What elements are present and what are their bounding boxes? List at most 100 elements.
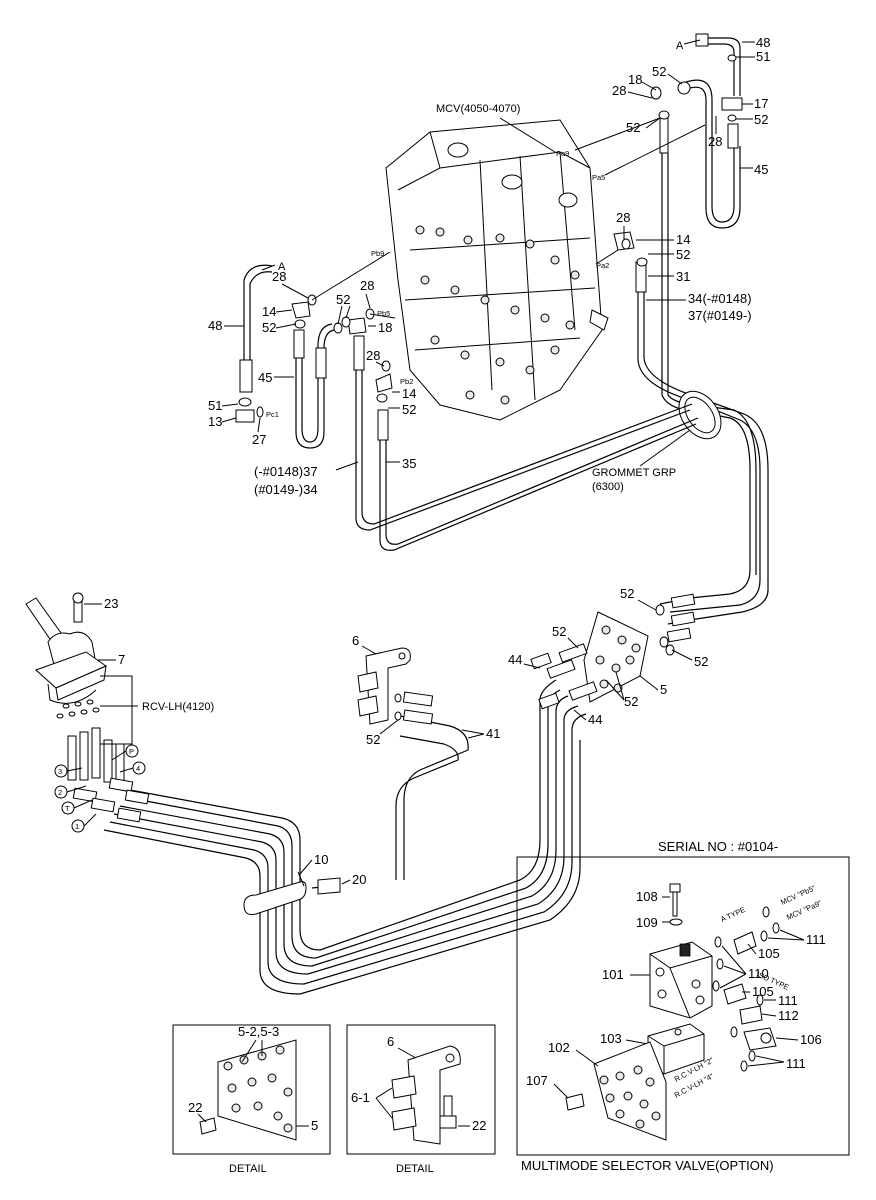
svg-text:17: 17: [754, 96, 768, 111]
port-pa5-label: Pa5: [592, 173, 605, 182]
svg-text:14: 14: [262, 304, 276, 319]
top-right-hose-loop: [650, 33, 743, 395]
port-pa2-label: Pa2: [596, 261, 609, 270]
serial-label: SERIAL NO : #0104-: [658, 839, 778, 854]
svg-text:44: 44: [588, 712, 602, 727]
port-pa9-label: Pa9: [556, 149, 569, 158]
rcv-port-3: 3: [58, 767, 62, 776]
svg-text:48: 48: [756, 35, 770, 50]
svg-text:51: 51: [756, 49, 770, 64]
svg-text:28: 28: [366, 348, 380, 363]
svg-text:52: 52: [624, 694, 638, 709]
main-control-valve: [385, 119, 609, 421]
manifold-block-5: [530, 611, 649, 710]
svg-text:108: 108: [636, 889, 658, 904]
callouts-middle: 23 7 6 52 41 44 52 52 52 5 52 44 10 20: [84, 586, 708, 887]
svg-text:52: 52: [694, 654, 708, 669]
svg-text:111: 111: [806, 932, 826, 947]
rcv-port-1: 1: [75, 822, 79, 831]
svg-text:22: 22: [472, 1118, 486, 1133]
svg-text:22: 22: [188, 1100, 202, 1115]
rcv-joystick: [25, 592, 150, 823]
svg-text:111: 111: [778, 993, 798, 1008]
svg-text:52: 52: [676, 247, 690, 262]
svg-text:6: 6: [387, 1034, 394, 1049]
svg-text:28: 28: [612, 83, 626, 98]
svg-text:52: 52: [754, 112, 768, 127]
svg-text:27: 27: [252, 432, 266, 447]
svg-text:103: 103: [600, 1031, 622, 1046]
svg-text:48: 48: [208, 318, 222, 333]
svg-text:102: 102: [548, 1040, 570, 1055]
svg-text:52: 52: [402, 402, 416, 417]
svg-text:6-1: 6-1: [351, 1090, 370, 1105]
svg-text:14: 14: [676, 232, 690, 247]
label-34b: (#0149-)34: [254, 482, 318, 497]
svg-text:52: 52: [262, 320, 276, 335]
svg-text:10: 10: [314, 852, 328, 867]
arrow-a-top: A: [676, 40, 684, 52]
svg-text:51: 51: [208, 398, 222, 413]
label-37a: 37(#0149-): [688, 308, 752, 323]
label-37b: (-#0148)37: [254, 464, 318, 479]
svg-text:45: 45: [754, 162, 768, 177]
svg-text:20: 20: [352, 872, 366, 887]
multimode-selector-box: SERIAL NO : #0104- MULTIMODE SELECTOR VA…: [516, 839, 850, 1173]
rcv-port-p: P: [129, 747, 134, 756]
rcv-port-t: T: [65, 804, 70, 813]
detail-left-label: DETAIL: [229, 1163, 267, 1175]
label-34a: 34(-#0148): [688, 291, 752, 306]
svg-text:109: 109: [636, 915, 658, 930]
svg-text:52: 52: [620, 586, 634, 601]
port-pb5-label: Pb5: [377, 309, 390, 318]
a-type-label: A TYPE: [719, 905, 747, 924]
svg-text:41: 41: [486, 726, 500, 741]
svg-text:18: 18: [378, 320, 392, 335]
svg-text:5: 5: [311, 1118, 318, 1133]
svg-text:106: 106: [800, 1032, 822, 1047]
svg-text:5-2,5-3: 5-2,5-3: [238, 1024, 279, 1039]
detail-right-label: DETAIL: [396, 1163, 434, 1175]
multimode-label: MULTIMODE SELECTOR VALVE(OPTION): [521, 1158, 774, 1173]
svg-text:35: 35: [402, 456, 416, 471]
svg-text:23: 23: [104, 596, 118, 611]
detail-box-right: 6 6-1 22 DETAIL: [346, 1024, 496, 1175]
mcv-label: MCV(4050-4070): [436, 103, 520, 115]
svg-text:110: 110: [748, 966, 769, 981]
port-pb2-label: Pb2: [400, 377, 413, 386]
svg-text:107: 107: [526, 1073, 548, 1088]
svg-text:28: 28: [616, 210, 630, 225]
callouts-top: 48 51 52 18 28 17 52 52 28 45 28 14 52 3…: [612, 35, 770, 323]
svg-text:52: 52: [652, 64, 666, 79]
rcv-port-markers: 3 2 T 1 P 4: [54, 744, 146, 833]
svg-text:52: 52: [552, 624, 566, 639]
rcv-port-4: 4: [136, 764, 140, 773]
svg-text:44: 44: [508, 652, 522, 667]
svg-text:14: 14: [402, 386, 416, 401]
svg-text:111: 111: [786, 1056, 806, 1071]
callouts-left: 48 28 14 52 45 51 13 27 52 28 18 28 14 5…: [208, 269, 416, 497]
svg-text:13: 13: [208, 414, 222, 429]
rcv-port-2: 2: [58, 788, 62, 797]
rcv-label: RCV-LH(4120): [142, 701, 214, 713]
svg-text:28: 28: [360, 278, 374, 293]
grommet-label: GROMMET GRP: [592, 467, 676, 479]
svg-text:28: 28: [708, 134, 722, 149]
svg-text:52: 52: [366, 732, 380, 747]
svg-text:52: 52: [626, 120, 640, 135]
bracket-6: [357, 647, 434, 725]
detail-box-left: 5-2,5-3 22 5 DETAIL: [172, 1024, 331, 1175]
svg-text:5: 5: [660, 682, 667, 697]
arrow-a-left: A: [278, 261, 286, 273]
svg-text:52: 52: [336, 292, 350, 307]
port-pb9-label: Pb9: [371, 249, 384, 258]
svg-text:28: 28: [272, 269, 286, 284]
svg-text:18: 18: [628, 72, 642, 87]
left-hose-loop: [235, 231, 648, 449]
port-pc1-label: Pc1: [266, 410, 279, 419]
grommet-code: (6300): [592, 481, 624, 493]
svg-text:112: 112: [778, 1008, 799, 1023]
svg-text:105: 105: [758, 946, 780, 961]
svg-text:105: 105: [752, 984, 774, 999]
